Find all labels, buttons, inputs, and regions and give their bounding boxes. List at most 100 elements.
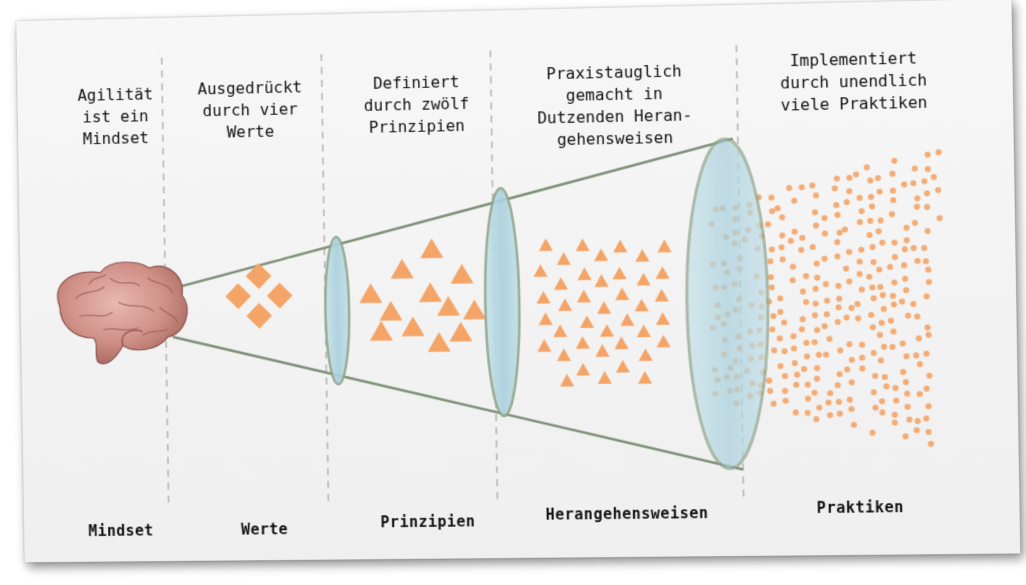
- practice-dot: [791, 360, 798, 367]
- practice-dot: [813, 326, 821, 334]
- practice-dot: [866, 231, 873, 239]
- practice-dot: [881, 343, 888, 350]
- practice-dot: [786, 185, 793, 192]
- practice-dot: [799, 316, 806, 323]
- practice-dot: [822, 351, 830, 358]
- practice-dot: [841, 226, 849, 233]
- practice-dot: [910, 245, 917, 252]
- practice-dot: [924, 166, 931, 173]
- practice-dot: [846, 249, 853, 256]
- practice-dot: [790, 333, 797, 340]
- diagram-card: Agilität ist ein Mindset Ausgedrückt dur…: [16, 0, 1021, 563]
- principle-triangle: [379, 300, 403, 321]
- principle-triangle: [437, 296, 461, 317]
- practice-dot: [925, 279, 933, 286]
- approach-triangle: [634, 298, 649, 312]
- approach-triangle: [595, 343, 610, 357]
- cone-diagram: [16, 0, 943, 562]
- practice-dot: [777, 363, 784, 370]
- practice-dot: [891, 157, 898, 164]
- practice-dot: [914, 313, 921, 320]
- practice-dot: [923, 415, 930, 422]
- practice-dot: [822, 281, 829, 288]
- practice-dot: [925, 266, 932, 273]
- practice-dot: [868, 311, 875, 319]
- practice-dot: [858, 208, 865, 215]
- practice-dot: [923, 190, 931, 197]
- practice-dot: [781, 348, 788, 355]
- practice-dot: [833, 202, 840, 209]
- practice-dot: [827, 390, 834, 397]
- approach-triangle: [615, 359, 630, 373]
- practice-dot: [883, 383, 890, 390]
- practice-dot: [867, 193, 875, 200]
- practice-dot: [793, 381, 800, 388]
- practice-dot: [778, 244, 785, 251]
- practice-dot: [855, 315, 862, 322]
- practice-dot: [781, 319, 788, 326]
- practice-dot: [811, 209, 819, 216]
- practice-dot: [825, 399, 832, 406]
- practice-dot: [881, 373, 888, 381]
- practice-dot: [790, 345, 798, 352]
- practice-dot: [854, 301, 861, 308]
- practice-dot: [834, 238, 841, 246]
- practice-dot: [914, 257, 921, 265]
- practice-dot: [889, 292, 897, 299]
- practice-dot: [799, 234, 806, 241]
- approach-triangle: [614, 336, 629, 350]
- practice-dot: [843, 199, 850, 206]
- diagram-stage: Agilität ist ein Mindset Ausgedrückt dur…: [16, 0, 1020, 562]
- approach-triangle: [553, 276, 568, 290]
- practice-dot: [791, 197, 798, 204]
- approach-triangle: [594, 274, 609, 287]
- practice-dot: [821, 255, 828, 262]
- practice-dot: [823, 297, 831, 304]
- practice-dot: [869, 324, 877, 331]
- practice-dot: [910, 180, 917, 187]
- practice-dot: [846, 174, 853, 181]
- practice-dot: [935, 187, 942, 194]
- practice-dot: [904, 312, 912, 319]
- practice-dot: [867, 177, 874, 184]
- practice-dot: [779, 214, 786, 221]
- practice-dot: [769, 326, 776, 333]
- approach-triangle: [599, 323, 615, 337]
- practice-dot: [877, 217, 884, 224]
- practice-dot: [859, 354, 866, 361]
- practice-dot: [876, 188, 883, 195]
- practice-dot: [835, 304, 842, 311]
- approach-triangle: [575, 336, 590, 349]
- principle-triangle: [359, 283, 383, 304]
- practice-dot: [856, 258, 863, 265]
- practice-dot: [868, 203, 876, 210]
- practice-dot: [821, 230, 828, 237]
- approach-triangle: [636, 324, 651, 338]
- practice-dot: [876, 266, 883, 273]
- practice-dot: [837, 347, 844, 354]
- practice-dot: [863, 164, 870, 171]
- practice-dot: [813, 416, 820, 423]
- practice-dot: [924, 324, 931, 331]
- practice-dot: [922, 258, 929, 265]
- practice-dot: [891, 279, 898, 286]
- practice-dot: [870, 349, 877, 357]
- practice-dot: [890, 197, 897, 204]
- approach-triangle: [576, 289, 592, 303]
- principle-triangle: [390, 258, 414, 279]
- approach-triangle: [536, 290, 551, 304]
- practice-dot: [927, 440, 935, 447]
- practice-dot: [813, 375, 821, 382]
- practice-dot: [916, 361, 923, 368]
- practice-dot: [799, 288, 807, 295]
- practice-dot: [921, 178, 928, 185]
- principle-triangle: [419, 282, 443, 303]
- principles-group: [359, 238, 487, 353]
- approaches-group: [533, 238, 672, 387]
- principle-triangle: [421, 238, 445, 259]
- practice-dot: [791, 228, 798, 235]
- practice-dot: [856, 271, 863, 278]
- practice-dot: [809, 243, 816, 251]
- practice-dot: [888, 211, 896, 218]
- approach-triangle: [656, 334, 671, 348]
